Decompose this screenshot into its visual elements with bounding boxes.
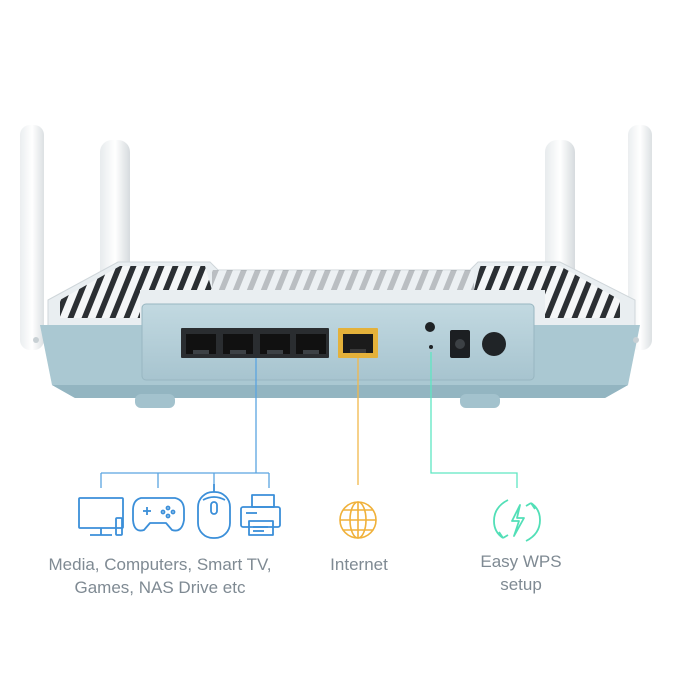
lan-connector-lines [100,358,270,488]
globe-icon [339,501,377,539]
devices-label: Media, Computers, Smart TV, Games, NAS D… [28,553,292,599]
gamepad-icon [132,497,185,532]
antenna-far-left [20,125,44,350]
wps-refresh-icon [493,499,541,542]
router-foot-left [135,394,175,408]
internet-label: Internet [318,553,400,576]
lan-ports [181,328,329,358]
devices-label-line2: Games, NAS Drive etc [74,578,246,597]
wps-button [425,322,435,349]
router-vents-top [212,270,474,290]
power-jack [450,330,470,358]
antenna-far-right [628,125,652,350]
wps-label-line1: Easy WPS [480,552,562,571]
devices-label-line1: Media, Computers, Smart TV, [48,555,272,574]
wan-port [338,328,378,358]
router-vents [60,266,212,318]
printer-icon [240,494,281,536]
wps-label: Easy WPS setup [466,550,576,596]
internet-label-text: Internet [330,555,388,574]
router-vents-right [474,266,620,318]
wps-label-line2: setup [500,575,542,594]
power-button [482,332,506,356]
router [33,261,640,408]
router-foot-right [460,394,500,408]
wps-connector-line [430,352,518,488]
mouse-icon [197,484,231,539]
tv-icon [78,497,124,536]
